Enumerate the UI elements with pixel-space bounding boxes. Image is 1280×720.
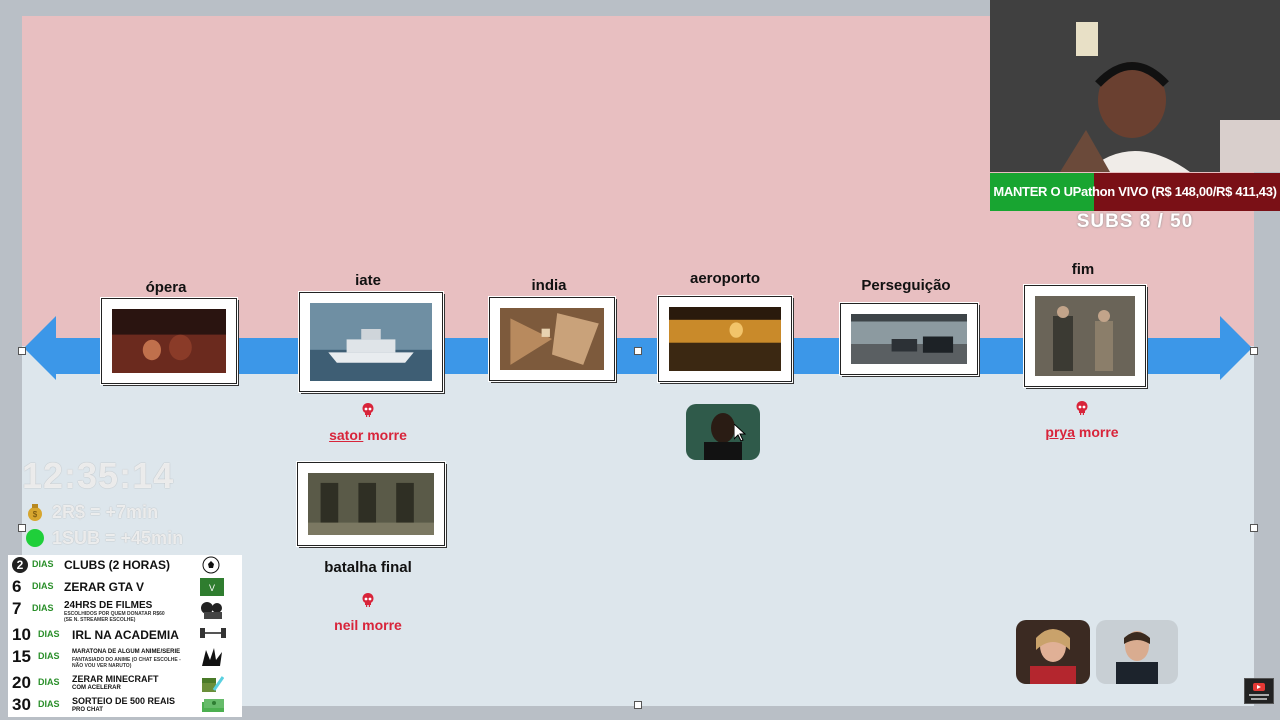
anime-icon — [200, 648, 226, 666]
event-card-opera[interactable] — [101, 298, 237, 384]
goal-row: 7 DIAS 24HRS DE FILMES ESCOLHIDOS POR QU… — [8, 599, 242, 625]
portrait-thumbnail-1[interactable] — [1016, 620, 1090, 684]
subs-counter: SUBS 8 / 50 — [1076, 211, 1194, 232]
final-photo — [1035, 296, 1135, 376]
event-label-aeroporto: aeroporto — [689, 270, 760, 287]
goal-days-label: DIAS — [32, 581, 54, 591]
protagonist-photo — [686, 404, 760, 460]
goal-subtext: ESCOLHIDOS POR QUEM DONATAR R$60 (SE N. … — [64, 611, 165, 623]
goal-row: 6 DIAS ZERAR GTA V V — [8, 577, 242, 599]
goal-days-label: DIAS — [38, 629, 60, 639]
yacht-photo — [310, 303, 432, 381]
goal-days-label: DIAS — [38, 677, 60, 687]
goal-row: 2 DIAS CLUBS (2 HORAS) — [8, 555, 242, 577]
streamer-video — [990, 0, 1280, 172]
battle-photo — [308, 473, 434, 535]
goal-days: 15 — [12, 647, 31, 666]
rate-sub: 1SUB = +45min — [52, 528, 184, 548]
goal-row: 10 DIAS IRL NA ACADEMIA — [8, 625, 242, 647]
chase-photo — [851, 314, 967, 364]
svg-text:V: V — [209, 583, 215, 593]
goal-text: ZERAR MINECRAFT — [72, 674, 159, 684]
goal-days-label: DIAS — [32, 559, 54, 569]
portrait-photo-1 — [1016, 620, 1090, 684]
airport-photo — [669, 307, 781, 371]
goal-days-label: DIAS — [32, 603, 54, 613]
goal-text: 24HRS DE FILMES — [64, 600, 153, 611]
goal-days: 20 — [12, 673, 31, 692]
event-label-batalha-final: batalha final — [324, 559, 412, 576]
death-note-neil: neil morre — [334, 617, 402, 633]
event-card-fim[interactable] — [1024, 285, 1146, 387]
skull-icon — [1075, 400, 1089, 421]
rate-money: 2R$ = +7min — [52, 502, 159, 522]
donation-goal-progress — [990, 173, 1094, 211]
event-label-opera: ópera — [145, 279, 187, 296]
goal-text: IRL NA ACADEMIA — [72, 628, 179, 642]
gta-logo-icon: V — [200, 578, 226, 596]
opera-photo — [112, 309, 226, 373]
soccer-ball-icon — [200, 556, 226, 574]
goal-subtext: PRO CHAT — [72, 707, 103, 713]
event-label-fim: fim — [1071, 261, 1095, 278]
goal-text: SORTEIO DE 500 REAIS — [72, 696, 176, 706]
minecraft-icon — [200, 674, 226, 692]
goal-days-label: DIAS — [38, 699, 60, 709]
goal-days: 6 — [12, 577, 22, 596]
film-reel-icon — [200, 600, 226, 619]
selection-handle[interactable] — [1250, 347, 1258, 355]
portrait-thumbnail-2[interactable] — [1096, 620, 1178, 684]
goal-days: 30 — [12, 695, 31, 714]
event-card-batalha-final[interactable] — [297, 462, 445, 546]
death-note-prya: prya morre — [1045, 424, 1119, 440]
green-dot-icon — [26, 529, 44, 547]
goal-days: 2 — [12, 557, 28, 573]
donation-goal-text: MANTER O UPathon VIVO (R$ 148,00/R$ 411,… — [993, 184, 1277, 199]
goal-subtext: FANTASIADO DO ANIME (O CHAT ESCOLHE - NÃ… — [72, 657, 181, 669]
goal-text: ZERAR GTA V — [64, 580, 144, 594]
skull-icon — [361, 402, 375, 423]
arrow-right-head — [1220, 316, 1252, 380]
india-photo — [500, 308, 604, 370]
goal-text: CLUBS (2 HORAS) — [64, 558, 171, 572]
money-stack-icon — [200, 696, 226, 714]
youtube-icon — [1249, 683, 1269, 700]
goal-row: 15 DIAS MARATONA DE ALGUM ANIME/SERIE FA… — [8, 647, 242, 673]
goal-days-label: DIAS — [38, 651, 60, 661]
mouse-cursor-icon — [733, 422, 747, 447]
selection-handle[interactable] — [1250, 524, 1258, 532]
event-card-india[interactable] — [489, 297, 615, 381]
goal-subtext: COM ACELERAR — [72, 685, 121, 691]
protagonist-thumbnail[interactable] — [686, 404, 760, 460]
skull-icon — [361, 592, 375, 613]
goal-row: 20 DIAS ZERAR MINECRAFT COM ACELERAR — [8, 673, 242, 695]
event-label-india: india — [531, 277, 567, 294]
webcam-feed — [990, 0, 1280, 172]
selection-handle[interactable] — [18, 524, 26, 532]
subscribe-badge[interactable] — [1244, 678, 1274, 704]
death-note-sator: sator morre — [329, 427, 407, 443]
goal-days: 10 — [12, 625, 31, 644]
stream-timer: 12:35:14 — [22, 455, 175, 496]
money-bag-icon: $ — [26, 503, 44, 526]
goal-days: 7 — [12, 599, 22, 618]
event-label-iate: iate — [355, 272, 381, 289]
arrow-left-head — [24, 316, 56, 380]
event-card-aeroporto[interactable] — [658, 296, 792, 382]
dumbbell-icon — [200, 626, 226, 644]
svg-text:$: $ — [33, 510, 38, 519]
selection-handle[interactable] — [18, 347, 26, 355]
portrait-photo-2 — [1096, 620, 1178, 684]
goal-row: 30 DIAS SORTEIO DE 500 REAIS PRO CHAT — [8, 695, 242, 717]
event-card-iate[interactable] — [299, 292, 443, 392]
subathon-goals-panel: 2 DIAS CLUBS (2 HORAS) 6 DIAS ZERAR GTA … — [8, 555, 242, 717]
goal-text: MARATONA DE ALGUM ANIME/SERIE — [72, 649, 181, 655]
event-card-perseguicao[interactable] — [840, 303, 978, 375]
selection-handle[interactable] — [634, 347, 642, 355]
selection-handle[interactable] — [634, 701, 642, 709]
event-label-perseguicao: Perseguição — [861, 277, 951, 294]
